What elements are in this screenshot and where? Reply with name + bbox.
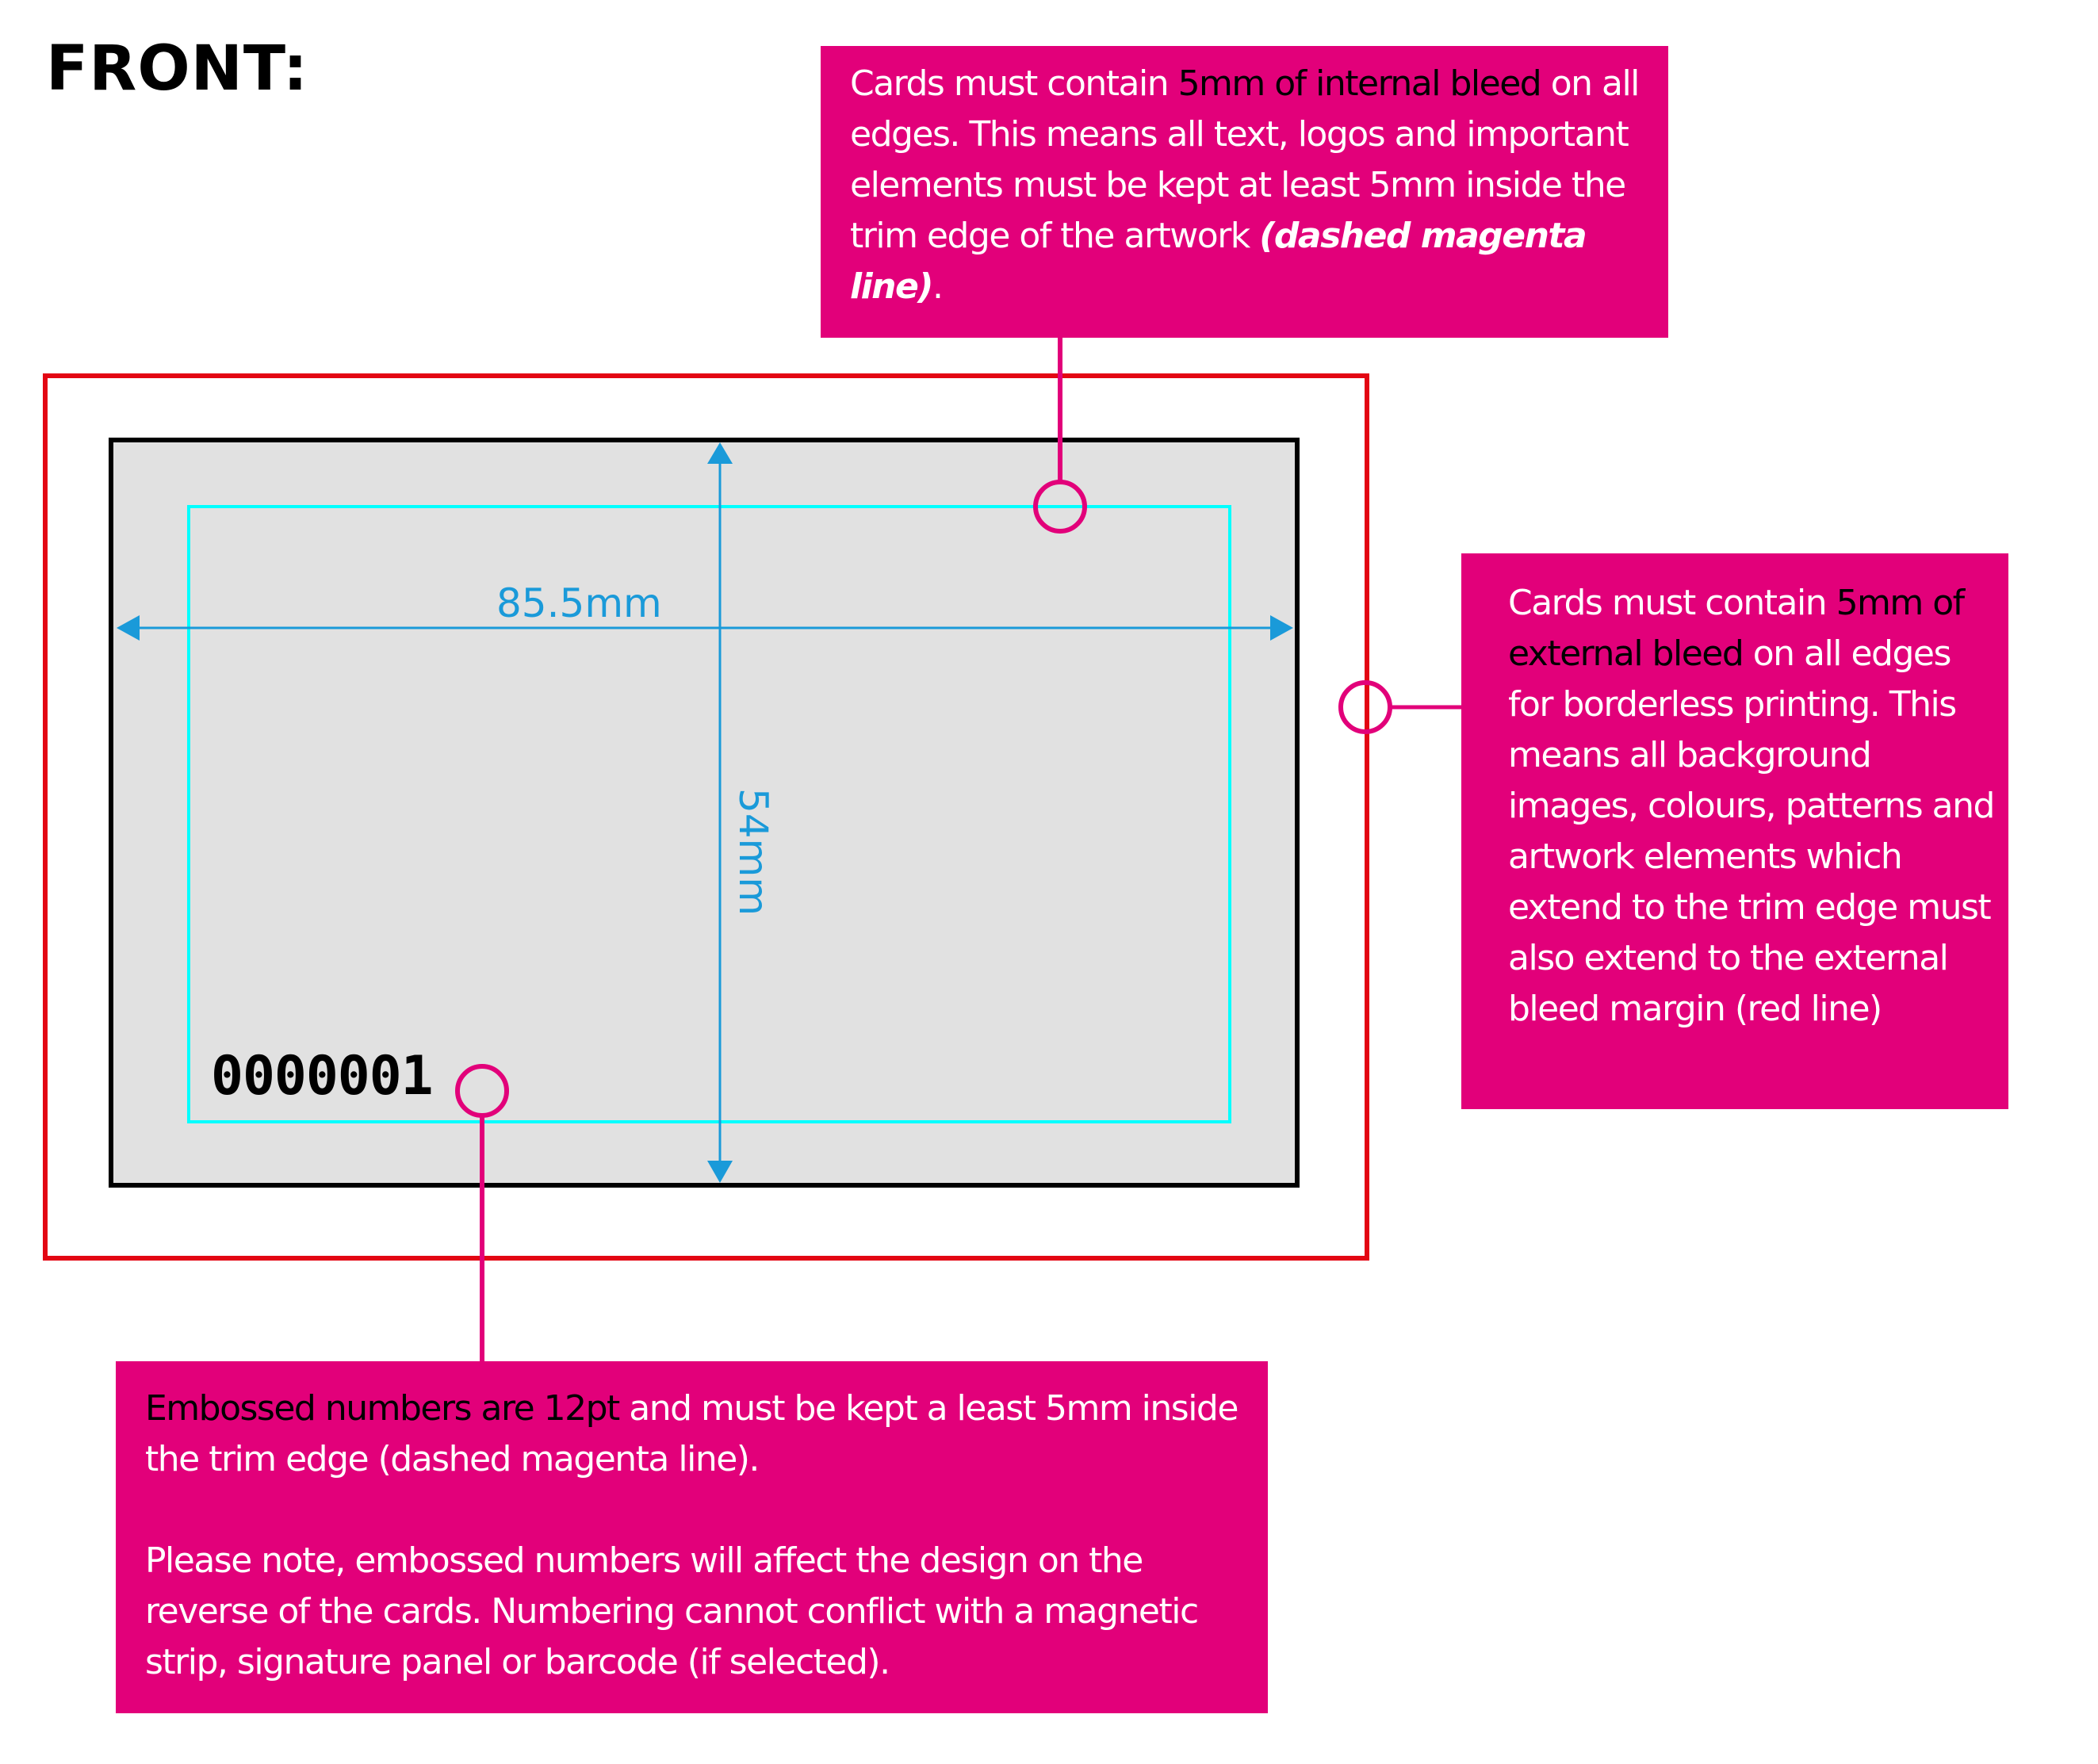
embossing-paragraph-2: Please note, embossed numbers will affec…	[145, 1540, 1199, 1682]
embossing-callout: Embossed numbers are 12pt and must be ke…	[116, 1361, 1268, 1713]
callout-emphasis: (dashed magenta line)	[850, 216, 1587, 307]
page-heading: FRONT:	[46, 33, 309, 105]
callout-text: .	[932, 266, 944, 307]
external-bleed-callout: Cards must contain 5mm of external bleed…	[1461, 553, 2008, 1109]
width-dimension-arrow	[117, 615, 1293, 641]
marker-circle-icon	[455, 1064, 509, 1118]
callout-text: Cards must contain	[1508, 583, 1836, 623]
external-bleed-leader	[1338, 680, 1461, 734]
callout-text: Cards must contain	[850, 63, 1178, 104]
height-dimension-arrow	[707, 442, 733, 1183]
card-height-label: 54mm	[730, 788, 776, 916]
arrowhead-right-icon	[1270, 615, 1293, 641]
internal-safe-area	[187, 505, 1231, 1123]
arrowhead-down-icon	[707, 1161, 733, 1183]
arrowhead-up-icon	[707, 442, 733, 464]
card-width-label: 85.5mm	[496, 580, 662, 626]
callout-text: on all edges. This means all text, logos…	[850, 63, 1640, 256]
embossed-number: 0000001	[211, 1045, 434, 1108]
internal-bleed-leader	[1033, 338, 1087, 534]
marker-circle-icon	[1033, 480, 1087, 534]
callout-highlight: 5mm of internal bleed	[1177, 63, 1542, 104]
internal-bleed-callout: Cards must contain 5mm of internal bleed…	[821, 46, 1668, 338]
callout-highlight: 5mm of external bleed	[1508, 583, 1965, 674]
marker-circle-icon	[1338, 680, 1392, 734]
callout-text: and must be kept a least 5mm inside the …	[145, 1388, 1239, 1479]
callout-text: on all edges for borderless printing. Th…	[1508, 633, 1995, 1029]
external-bleed-outline	[43, 373, 1369, 1261]
arrowhead-left-icon	[117, 615, 140, 641]
embossing-paragraph-1: Embossed numbers are 12pt and must be ke…	[145, 1383, 1252, 1485]
card-trim-edge	[109, 438, 1300, 1188]
embossing-leader	[455, 1064, 509, 1361]
callout-highlight: Embossed numbers are 12pt	[145, 1388, 620, 1429]
